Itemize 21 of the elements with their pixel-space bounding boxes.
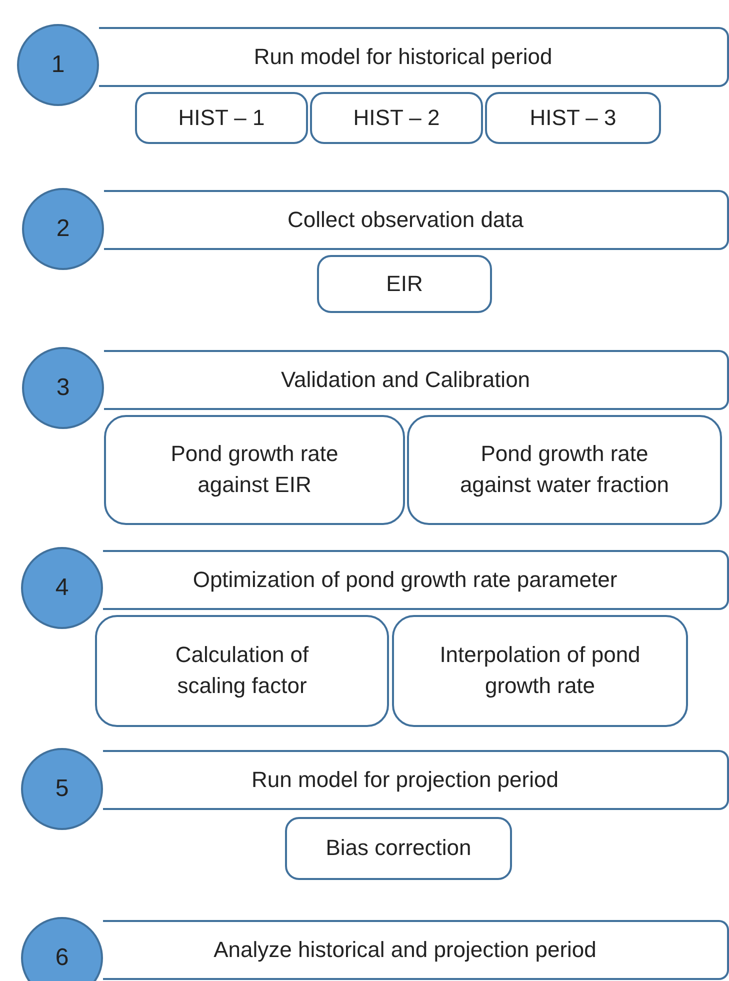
task-box: HIST – 2 <box>310 92 483 144</box>
task-box: Interpolation of pond growth rate <box>392 615 688 727</box>
step-heading-bar: Collect observation data <box>104 190 729 250</box>
task-box: Bias correction <box>285 817 512 880</box>
task-box: EIR <box>317 255 492 313</box>
step-heading-bar: Analyze historical and projection period <box>103 920 729 980</box>
task-box: Pond growth rate against EIR <box>104 415 405 525</box>
task-box: Pond growth rate against water fraction <box>407 415 722 525</box>
step-heading-bar: Optimization of pond growth rate parameter <box>103 550 729 610</box>
step-number-circle: 6 <box>21 917 103 981</box>
task-box: Calculation of scaling factor <box>95 615 389 727</box>
task-box: HIST – 3 <box>485 92 661 144</box>
step-heading-bar: Run model for projection period <box>103 750 729 810</box>
step-number-circle: 4 <box>21 547 103 629</box>
step-number-circle: 2 <box>22 188 104 270</box>
step-number-circle: 5 <box>21 748 103 830</box>
step-number-circle: 1 <box>17 24 99 106</box>
step-heading-bar: Run model for historical period <box>99 27 729 87</box>
task-box: HIST – 1 <box>135 92 308 144</box>
step-heading-bar: Validation and Calibration <box>104 350 729 410</box>
step-number-circle: 3 <box>22 347 104 429</box>
